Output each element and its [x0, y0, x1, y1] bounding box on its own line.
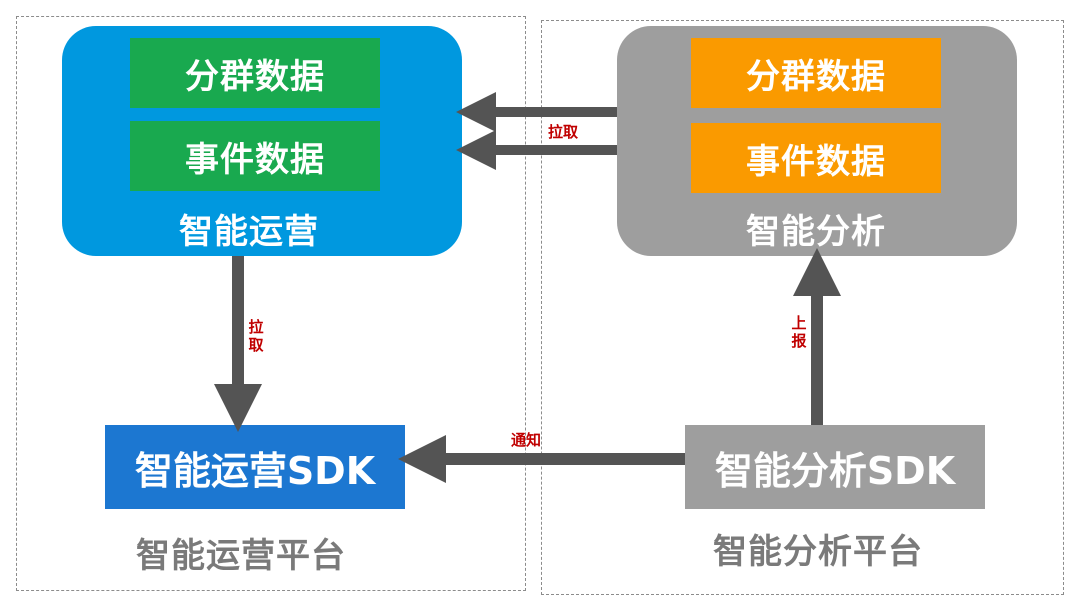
- smart-analytics-sdk-box: 智能分析SDK: [685, 425, 985, 509]
- report-label-char-2: 报: [791, 332, 807, 350]
- smart-analytics-module: 分群数据 事件数据 智能分析: [617, 26, 1017, 256]
- smart-analytics-platform-label: 智能分析平台: [713, 532, 923, 572]
- pull-label-top: 拉取: [548, 123, 579, 141]
- report-label-char-1: 上: [791, 314, 807, 332]
- pull-label-char-1: 拉: [248, 318, 264, 336]
- smart-analytics-title: 智能分析: [746, 212, 886, 252]
- ops-event-data-box: 事件数据: [130, 121, 380, 191]
- analytics-event-data-box: 事件数据: [691, 123, 941, 193]
- smart-analytics-platform-frame: [541, 20, 1064, 595]
- analytics-segment-data-box: 分群数据: [691, 38, 941, 108]
- pull-label-char-2: 取: [248, 336, 264, 354]
- smart-ops-sdk-box: 智能运营SDK: [105, 425, 405, 509]
- smart-ops-platform-frame: [16, 16, 526, 591]
- smart-ops-title: 智能运营: [179, 212, 319, 252]
- notify-label: 通知: [511, 431, 542, 449]
- ops-segment-data-box: 分群数据: [130, 38, 380, 108]
- smart-ops-module: 分群数据 事件数据 智能运营: [62, 26, 462, 256]
- smart-ops-platform-label: 智能运营平台: [136, 536, 346, 576]
- pull-label-vertical: 拉 取: [247, 318, 265, 354]
- report-label-vertical: 上 报: [790, 314, 808, 350]
